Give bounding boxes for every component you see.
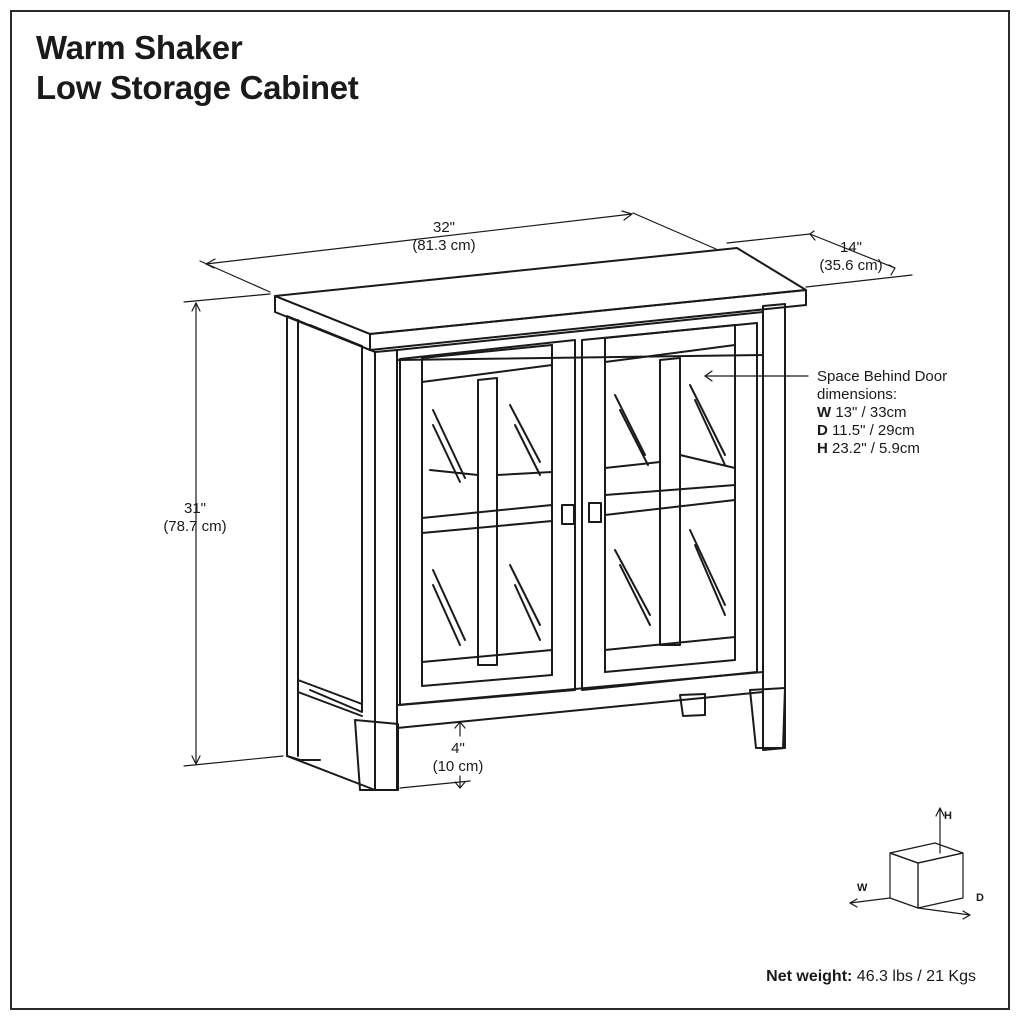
depth-dimension-label: 14" (35.6 cm) [819, 239, 883, 274]
depth-dimension-line [726, 230, 913, 288]
axis-label-d: D [976, 892, 984, 904]
title-line-1: Warm Shaker [36, 29, 243, 66]
product-title: Warm Shaker Low Storage Cabinet [36, 28, 359, 108]
depth-axis-arrow-icon [917, 907, 971, 916]
width-axis-arrow-icon [849, 897, 891, 904]
right-door [581, 322, 758, 691]
inner-depth-row: D 11.5" / 29cm [817, 422, 915, 439]
leg-clearance-label: 4" (10 cm) [432, 740, 484, 775]
left-door-handle-icon [561, 504, 575, 525]
cabinet-body [286, 303, 786, 791]
leg-clearance-dimension-line [399, 721, 471, 789]
space-behind-door-note: Space Behind Door dimensions: W 13" / 33… [817, 368, 948, 457]
net-weight: Net weight: 46.3 lbs / 21 Kgs [766, 968, 976, 985]
drawing-frame [10, 10, 1010, 1010]
width-dimension-label: 32" (81.3 cm) [412, 219, 476, 254]
inner-height-row: H 23.2" / 5.9cm [817, 440, 920, 457]
axis-label-h: H [944, 810, 952, 822]
axis-label-w: W [857, 882, 868, 894]
height-dimension-label: 31" (78.7 cm) [163, 500, 227, 535]
right-door-handle-icon [588, 502, 602, 523]
axis-legend-cube [849, 807, 971, 920]
height-dimension-line [183, 293, 284, 767]
space-behind-door-pointer [704, 370, 809, 382]
inner-width-row: W 13" / 33cm [817, 404, 907, 421]
left-door [399, 339, 576, 706]
width-dimension-line [199, 210, 717, 293]
title-line-2: Low Storage Cabinet [36, 69, 359, 106]
